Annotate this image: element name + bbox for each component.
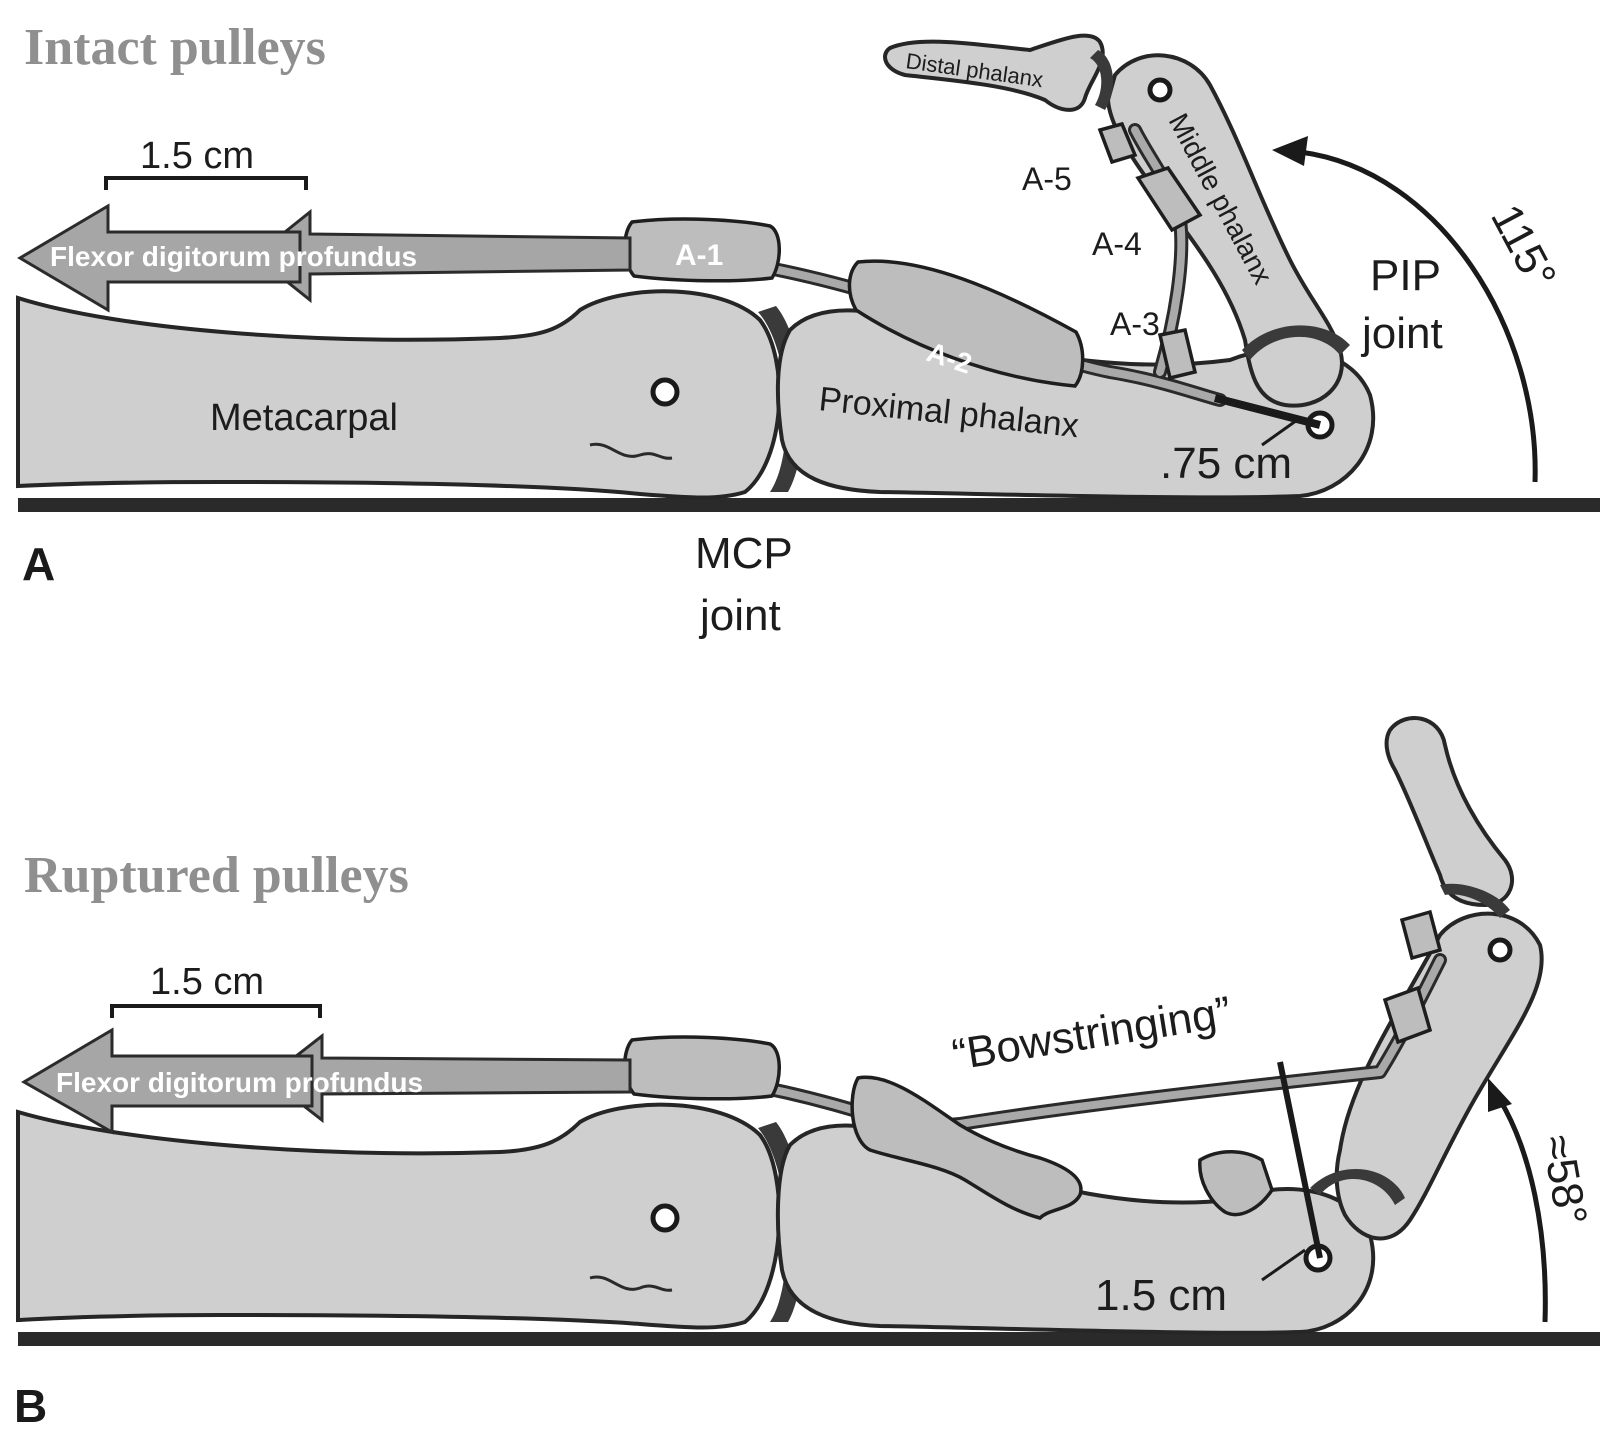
panel-a-pip-label-1: PIP: [1370, 251, 1441, 300]
panel-a-letter: A: [22, 538, 55, 590]
panel-b-pulley-a5: [1399, 909, 1443, 961]
panel-a-moment-arm-label: .75 cm: [1160, 439, 1292, 488]
panel-a-moment-arm-leader: [1261, 416, 1301, 447]
panel-a-tendon-insert: [1214, 394, 1321, 429]
panel-b-floor: [18, 1332, 1600, 1346]
panel-a-mcp-label-1: MCP: [695, 529, 793, 578]
panel-a-angle-arrowhead: [1272, 136, 1308, 166]
panel-a-pulley-a5: [1097, 121, 1138, 165]
panel-a-mcp-axis: [650, 377, 680, 407]
panel-a-label-a1: A-1: [675, 239, 723, 272]
panel-b-dip-axis: [1487, 937, 1513, 963]
panel-b-distal-phalanx-bone: [1384, 716, 1515, 908]
panel-b-angle-arrowhead: [1488, 1078, 1512, 1112]
panel-b-pulley-a1: [623, 1035, 781, 1101]
panel-a-angle-label: 115°: [1481, 197, 1565, 297]
panel-b-tendon-label: Flexor digitorum profundus: [56, 1067, 423, 1098]
panel-b-bowstringing-label: “Bowstringing”: [949, 987, 1234, 1079]
panel-a-angle-arc: [1299, 149, 1538, 483]
panel-a: Intact pulleys Flexor digitorum: [16, 19, 1600, 640]
panel-b-metacarpal-mark: [589, 1275, 673, 1292]
panel-b-measure-label: 1.5 cm: [150, 961, 264, 1003]
panel-a-pulley-a2: [847, 259, 1085, 388]
panel-b-angle-label: ≈58°: [1532, 1131, 1596, 1229]
panel-b-middle-phalanx-bone: [1334, 911, 1544, 1241]
panel-a-pulley-a4: [1135, 165, 1203, 233]
panel-b-title: Ruptured pulleys: [24, 847, 409, 904]
panel-a-pip-label-2: joint: [1360, 309, 1443, 358]
panel-b-moment-arm-line: [1277, 1061, 1323, 1259]
panel-a-mcp-label-2: joint: [698, 591, 781, 640]
panel-b: Ruptured pulleys 1.5 cm: [14, 716, 1600, 1432]
panel-b-angle-arc: [1497, 1098, 1548, 1323]
panel-b-pulley-a3-ruptured: [1198, 1150, 1274, 1217]
panel-a-dip-axis: [1147, 77, 1173, 103]
panel-b-mcp-axis: [650, 1203, 680, 1233]
panel-a-floor: [18, 498, 1600, 512]
panel-a-pulley-a3: [1157, 327, 1198, 381]
panel-a-label-metacarpal: Metacarpal: [210, 397, 398, 439]
panel-b-pip-cartilage: [1310, 1168, 1405, 1205]
panel-b-pull-arrow-front: [21, 1027, 314, 1135]
panel-a-title: Intact pulleys: [24, 19, 326, 76]
panel-b-measure-bracket: [110, 1004, 322, 1018]
panel-a-label-a3: A-3: [1110, 306, 1160, 342]
panel-b-pulley-a2-ruptured: [850, 1075, 1083, 1220]
panel-a-metacarpal-mark: [589, 442, 673, 460]
panel-b-letter: B: [14, 1380, 47, 1430]
panel-a-distal-phalanx-bone: [883, 33, 1105, 112]
panel-b-dip-cartilage: [1440, 883, 1510, 918]
panel-a-pip-cartilage: [1242, 325, 1350, 360]
panel-b-pulley-a4: [1382, 985, 1433, 1045]
panel-a-measure-bracket: [104, 176, 308, 190]
panel-a-label-a4: A-4: [1092, 226, 1142, 262]
panel-a-pull-arrow-front: [17, 203, 302, 313]
panel-a-label-a5: A-5: [1022, 161, 1072, 197]
panel-b-moment-arm-label: 1.5 cm: [1095, 1271, 1227, 1320]
panel-b-moment-arm-leader: [1261, 1248, 1306, 1282]
panel-a-tendon-label: Flexor digitorum profundus: [50, 241, 417, 272]
panel-a-measure-label: 1.5 cm: [140, 135, 254, 177]
panel-b-proximal-phalanx-bone: [775, 1123, 1376, 1335]
panel-a-dip-cartilage: [1090, 50, 1114, 110]
